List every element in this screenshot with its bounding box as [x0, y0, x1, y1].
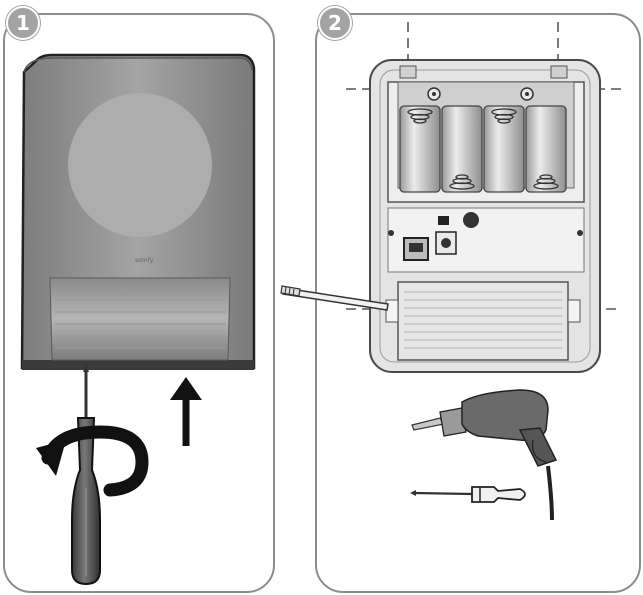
motion-detector-front: somfy	[20, 53, 256, 370]
screwdriver	[410, 486, 526, 503]
electric-drill	[411, 389, 558, 521]
step-badge: 1	[6, 6, 40, 40]
phillips-screwdriver	[280, 285, 389, 311]
battery-pack	[399, 105, 567, 193]
svg-text:somfy: somfy	[135, 257, 154, 264]
up-arrow-icon	[170, 377, 202, 446]
step-badge: 2	[318, 6, 352, 40]
screwdriver	[71, 364, 101, 586]
battery-cover	[385, 281, 581, 361]
detector-dome	[68, 93, 212, 237]
sensor-lens	[49, 277, 231, 361]
connector-panel	[387, 207, 585, 273]
rotate-arrow-icon	[36, 425, 149, 497]
